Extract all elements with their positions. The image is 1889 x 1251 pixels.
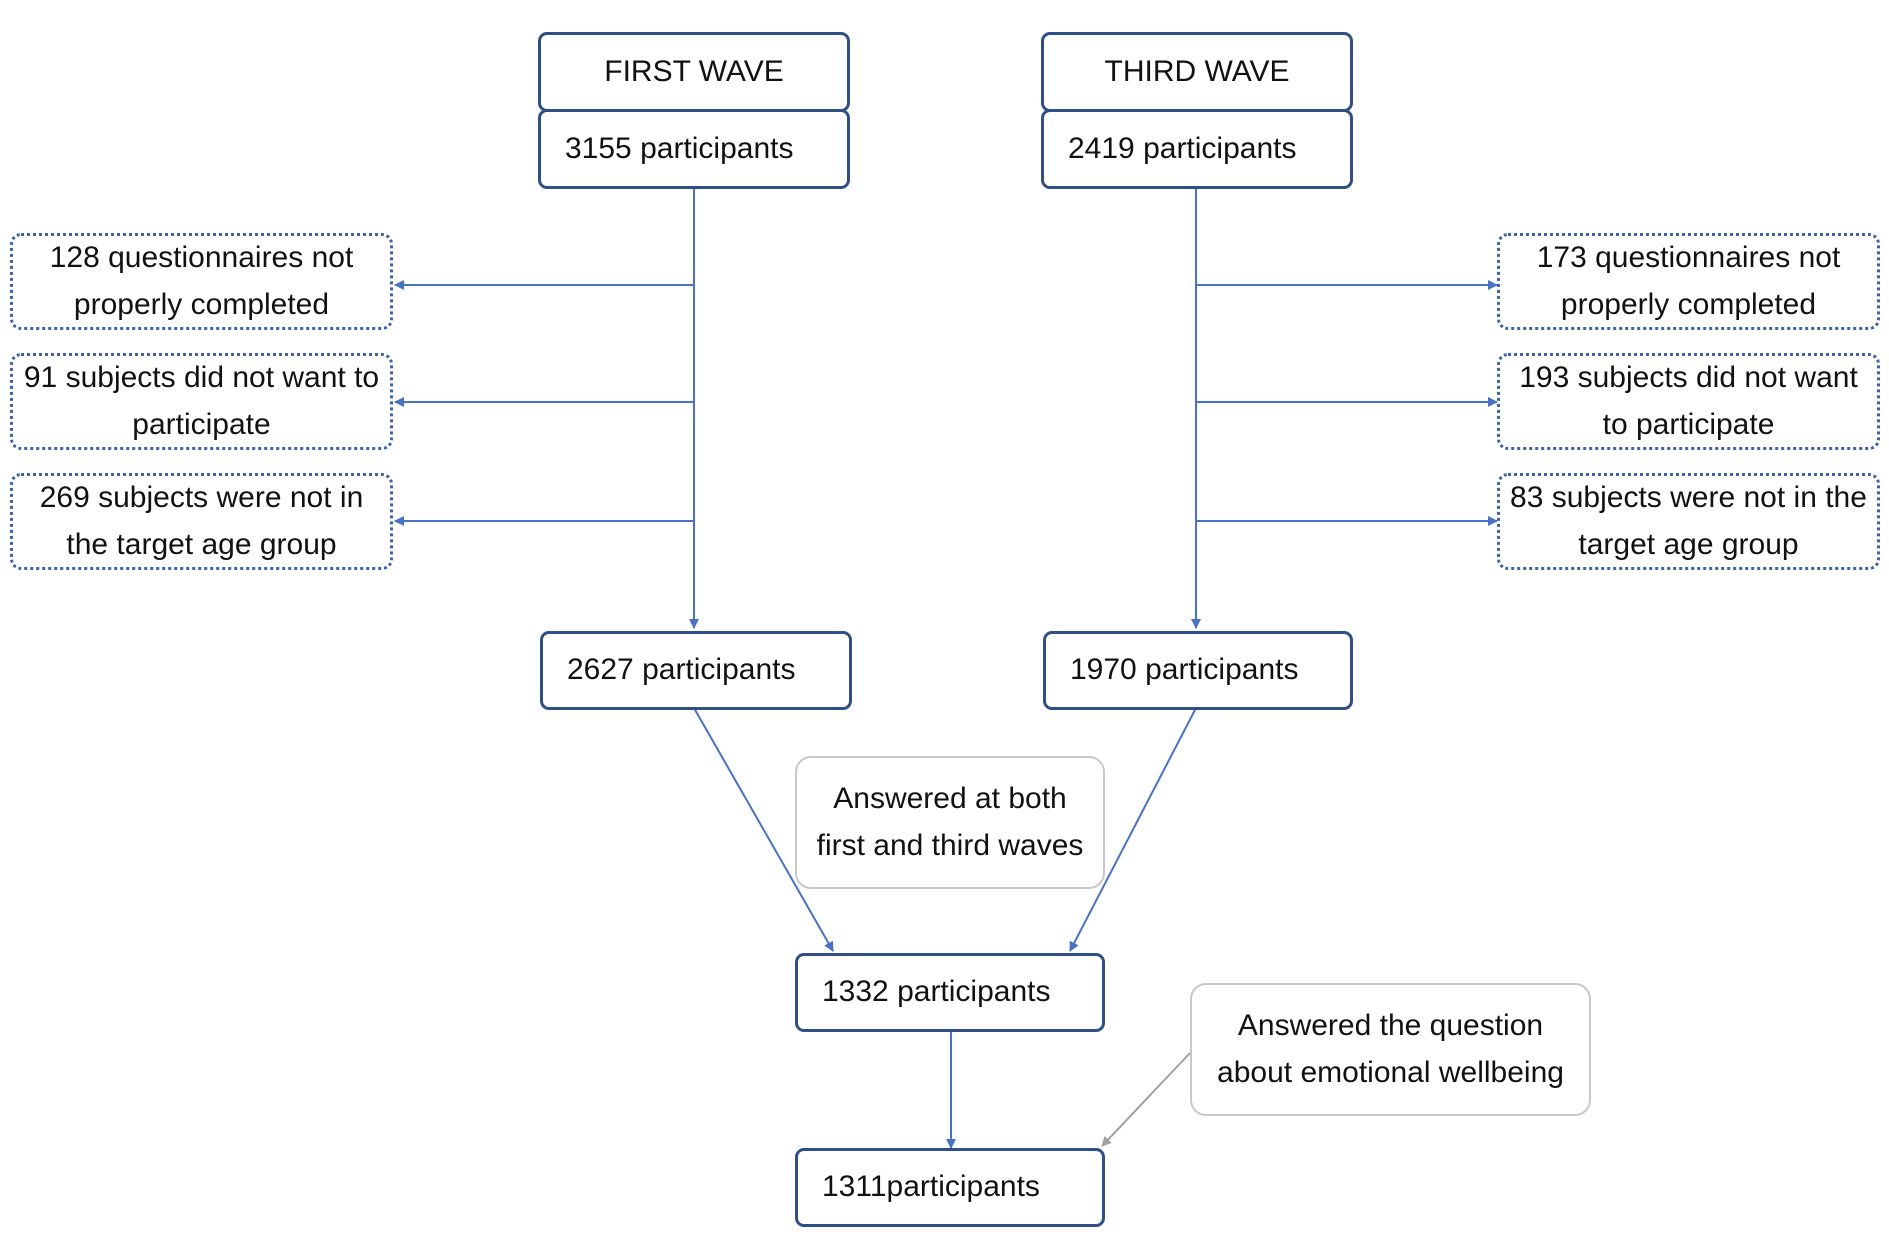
third-exclusion-declined: 193 subjects did not want to participate: [1497, 353, 1880, 450]
third-wave-end-text: 1970 participants: [1070, 653, 1299, 687]
third-exclusion-age: 83 subjects were not in the target age g…: [1497, 473, 1880, 570]
third-wave-title: THIRD WAVE: [1041, 32, 1353, 112]
merge-count-text: 1332 participants: [822, 975, 1051, 1009]
wellbeing-note: Answered the question about emotional we…: [1190, 983, 1591, 1116]
first-exclusion-incomplete: 128 questionnaires not properly complete…: [10, 233, 393, 330]
first-wave-end-count: 2627 participants: [540, 631, 852, 710]
final-count-text: 1311participants: [822, 1170, 1040, 1204]
first-wave-title-text: FIRST WAVE: [604, 54, 784, 88]
first-exclusion-incomplete-text: 128 questionnaires not properly complete…: [49, 241, 354, 321]
first-exclusion-age-text: 269 subjects were not in the target age …: [39, 481, 364, 561]
third-to-merge-arrow: [1069, 707, 1197, 952]
both-waves-note-text: Answered at both first and third waves: [816, 782, 1084, 862]
third-wave-start-text: 2419 participants: [1068, 131, 1297, 165]
merge-count: 1332 participants: [795, 953, 1105, 1032]
third-wave-start-count: 2419 participants: [1041, 109, 1353, 189]
final-count: 1311participants: [795, 1148, 1105, 1227]
first-wave-end-text: 2627 participants: [567, 653, 796, 687]
third-exclusion-incomplete: 173 questionnaires not properly complete…: [1497, 233, 1880, 330]
third-exclusion-incomplete-text: 173 questionnaires not properly complete…: [1536, 241, 1841, 321]
third-exclusion-declined-text: 193 subjects did not want to participate: [1519, 361, 1858, 441]
first-wave-start-text: 3155 participants: [565, 131, 794, 165]
first-exclusion-declined: 91 subjects did not want to participate: [10, 353, 393, 450]
first-wave-start-count: 3155 participants: [538, 109, 850, 189]
first-to-merge-arrow: [693, 707, 834, 952]
third-exclusion-age-text: 83 subjects were not in the target age g…: [1510, 481, 1867, 561]
wellbeing-note-text: Answered the question about emotional we…: [1217, 1009, 1564, 1089]
wellbeing-note-arrow: [1101, 1052, 1191, 1147]
first-exclusion-declined-text: 91 subjects did not want to participate: [23, 361, 380, 441]
third-wave-title-text: THIRD WAVE: [1104, 54, 1290, 88]
first-wave-title: FIRST WAVE: [538, 32, 850, 112]
first-exclusion-age: 269 subjects were not in the target age …: [10, 473, 393, 570]
third-wave-end-count: 1970 participants: [1043, 631, 1353, 710]
both-waves-note: Answered at both first and third waves: [795, 756, 1105, 889]
